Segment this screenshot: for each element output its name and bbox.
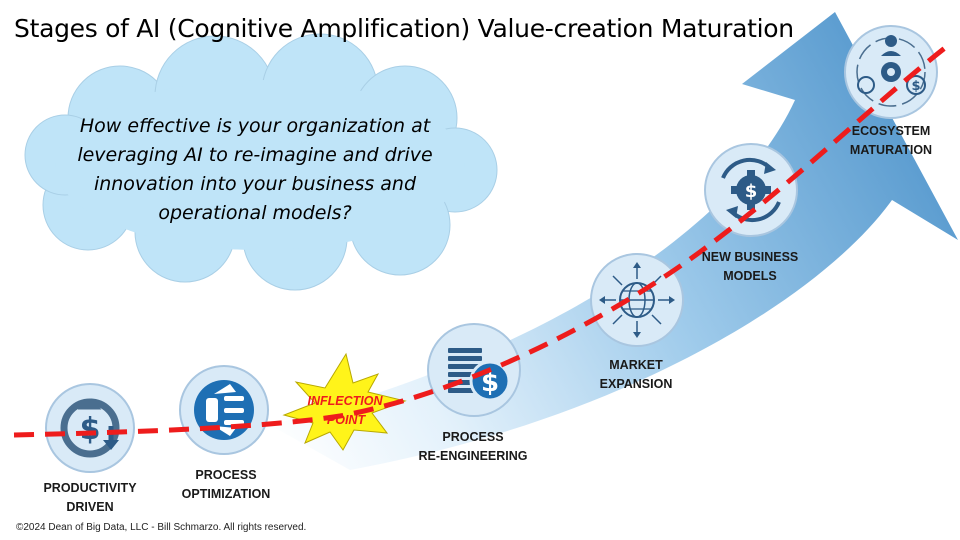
svg-text:$: $ — [745, 181, 758, 202]
globe-arrows-icon — [599, 262, 675, 338]
stage-circle-productivity — [45, 383, 135, 473]
ecosystem-icon: $ — [856, 35, 926, 107]
page-title: Stages of AI (Cognitive Amplification) V… — [14, 14, 794, 43]
inflection-line1: INFLECTION — [308, 394, 384, 408]
inflection-line2: POINT — [327, 413, 367, 427]
cloud-question: How effective is your organization at le… — [77, 115, 433, 224]
gear-cycle-icon: $ — [721, 157, 781, 223]
svg-text:$: $ — [80, 412, 101, 447]
dollar-cycle-icon: $ — [60, 398, 120, 458]
dollar-stack-icon: $ — [448, 348, 511, 402]
copyright-footer: ©2024 Dean of Big Data, LLC - Bill Schma… — [16, 522, 307, 533]
svg-text:$: $ — [481, 368, 499, 398]
svg-text:$: $ — [911, 79, 920, 94]
